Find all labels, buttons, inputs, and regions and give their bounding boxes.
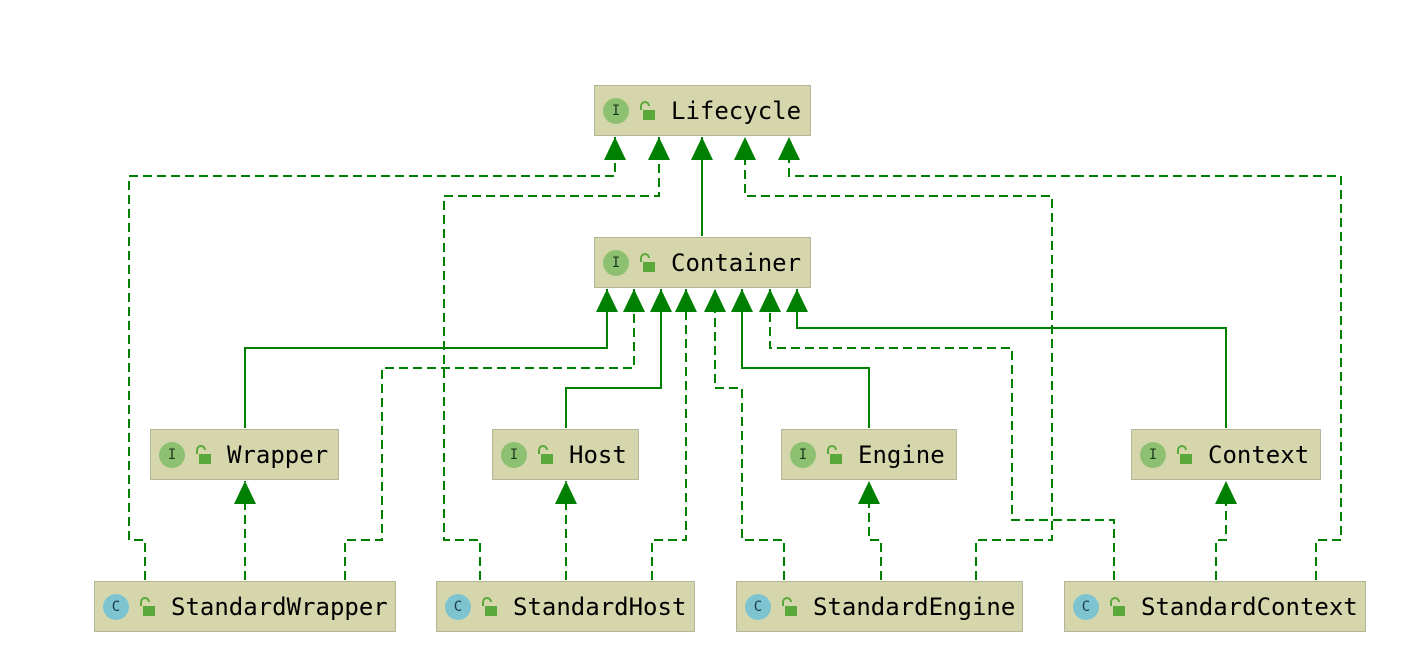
- unlock-icon: [482, 596, 497, 616]
- arrowhead-icon: [704, 289, 726, 312]
- edge-line: [1215, 481, 1227, 580]
- unlock-icon: [538, 444, 553, 464]
- node-label: Context: [1208, 440, 1310, 469]
- edge-engine-to-container: [731, 289, 870, 428]
- edge-line: [651, 289, 687, 580]
- node-label: Engine: [858, 440, 945, 469]
- arrowhead-icon: [623, 289, 645, 312]
- arrowhead-icon: [1215, 481, 1237, 504]
- arrowhead-icon: [734, 137, 756, 160]
- arrowhead-icon: [691, 137, 713, 160]
- node-label: Container: [671, 248, 802, 277]
- node-label: StandardEngine: [813, 592, 1016, 621]
- edge-context-to-container: [786, 289, 1227, 428]
- arrowhead-icon: [234, 481, 256, 504]
- node-host[interactable]: I Host: [492, 429, 639, 480]
- edge-standard-wrapper-to-wrapper: [234, 481, 256, 580]
- arrowhead-icon: [675, 289, 697, 312]
- interface-badge-icon: I: [501, 441, 527, 468]
- node-context[interactable]: I Context: [1131, 429, 1321, 480]
- interface-badge-icon: I: [790, 441, 816, 468]
- edge-wrapper-to-container: [244, 289, 618, 428]
- edge-standard-engine-to-container: [704, 289, 785, 580]
- node-standard-wrapper[interactable]: C StandardWrapper: [94, 581, 396, 632]
- unlock-icon: [1177, 444, 1192, 464]
- arrowhead-icon: [650, 289, 672, 312]
- node-lifecycle[interactable]: I Lifecycle: [594, 85, 811, 136]
- node-standard-engine[interactable]: C StandardEngine: [736, 581, 1023, 632]
- edge-standard-host-to-host: [555, 481, 577, 580]
- class-badge-icon: C: [1073, 593, 1099, 620]
- edge-standard-engine-to-engine: [858, 481, 882, 580]
- edge-standard-host-to-lifecycle: [443, 137, 670, 580]
- edge-container-to-lifecycle: [691, 137, 713, 236]
- unlock-icon: [640, 252, 655, 272]
- edge-standard-wrapper-to-container: [344, 289, 645, 580]
- node-label: StandardHost: [513, 592, 687, 621]
- arrowhead-icon: [731, 289, 753, 312]
- arrowhead-icon: [648, 137, 670, 160]
- unlock-icon: [827, 444, 842, 464]
- arrowhead-icon: [858, 481, 880, 504]
- edge-line: [741, 289, 870, 428]
- arrowhead-icon: [759, 289, 781, 312]
- node-label: Lifecycle: [671, 96, 802, 125]
- node-container[interactable]: I Container: [594, 237, 811, 288]
- arrowhead-icon: [604, 137, 626, 160]
- edge-standard-wrapper-to-lifecycle: [128, 137, 626, 580]
- arrowhead-icon: [555, 481, 577, 504]
- arrowhead-icon: [778, 137, 800, 160]
- node-standard-host[interactable]: C StandardHost: [436, 581, 695, 632]
- edge-host-to-container: [565, 289, 672, 428]
- edge-line: [868, 481, 882, 580]
- class-badge-icon: C: [745, 593, 771, 620]
- unlock-icon: [1110, 596, 1125, 616]
- node-standard-context[interactable]: C StandardContext: [1064, 581, 1366, 632]
- interface-badge-icon: I: [1140, 441, 1166, 468]
- edge-line: [788, 137, 1342, 580]
- edge-line: [565, 289, 662, 428]
- interface-badge-icon: I: [603, 249, 629, 276]
- edge-line: [443, 137, 660, 580]
- unlock-icon: [782, 596, 797, 616]
- node-label: Host: [569, 440, 627, 469]
- node-wrapper[interactable]: I Wrapper: [150, 429, 339, 480]
- node-engine[interactable]: I Engine: [781, 429, 957, 480]
- edge-line: [344, 289, 635, 580]
- edge-standard-context-to-lifecycle: [778, 137, 1342, 580]
- edge-line: [244, 289, 608, 428]
- node-label: StandardWrapper: [171, 592, 388, 621]
- class-badge-icon: C: [103, 593, 129, 620]
- unlock-icon: [140, 596, 155, 616]
- edge-standard-context-to-context: [1215, 481, 1237, 580]
- unlock-icon: [640, 100, 655, 120]
- edge-standard-context-to-container: [759, 289, 1115, 580]
- node-label: Wrapper: [227, 440, 329, 469]
- arrowhead-icon: [786, 289, 808, 312]
- interface-badge-icon: I: [603, 97, 629, 124]
- edge-line: [744, 137, 1053, 580]
- edge-line: [769, 289, 1115, 580]
- interface-badge-icon: I: [159, 441, 185, 468]
- edge-standard-host-to-container: [651, 289, 697, 580]
- edge-line: [128, 137, 616, 580]
- class-badge-icon: C: [445, 593, 471, 620]
- edge-line: [714, 289, 785, 580]
- edge-standard-engine-to-lifecycle: [734, 137, 1053, 580]
- arrowhead-icon: [596, 289, 618, 312]
- node-label: StandardContext: [1141, 592, 1358, 621]
- unlock-icon: [196, 444, 211, 464]
